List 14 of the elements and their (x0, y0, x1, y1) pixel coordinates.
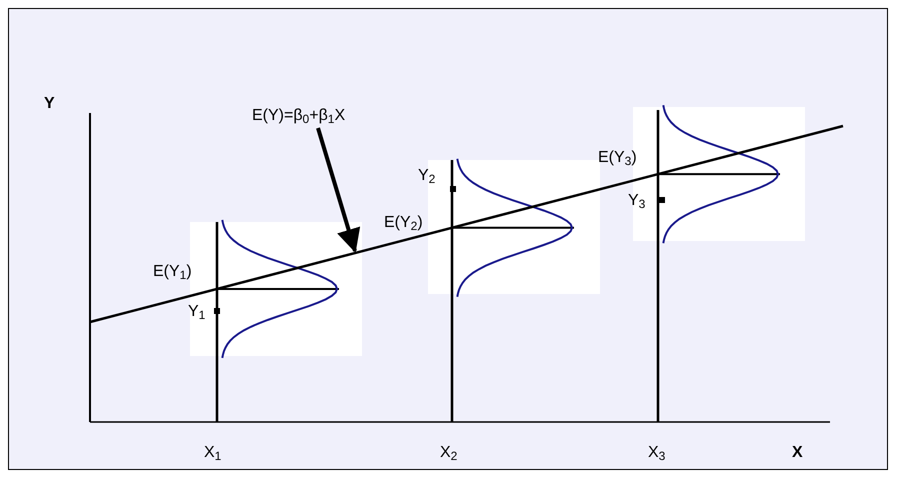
value-label: Y$_{1}$ (188, 302, 206, 324)
value-label: Y$_{3}$ (628, 191, 646, 213)
mean-label: E(Y$_{1}$) (153, 262, 192, 284)
equation-label: E(Y)=β$_{0}$+β$_{1}$X (252, 104, 346, 128)
tick-label: X$_{2}$ (440, 443, 458, 465)
axis-label: X (792, 443, 803, 463)
regression-line (90, 124, 844, 324)
axis-label: Y (44, 94, 55, 114)
tick-label: X$_{3}$ (648, 443, 666, 465)
tick-label: X$_{1}$ (204, 443, 222, 465)
mean-label: E(Y$_{2}$) (384, 213, 423, 235)
arrow (316, 127, 360, 253)
value-label: Y$_{2}$ (418, 166, 436, 188)
mean-label: E(Y$_{3}$) (598, 148, 637, 170)
